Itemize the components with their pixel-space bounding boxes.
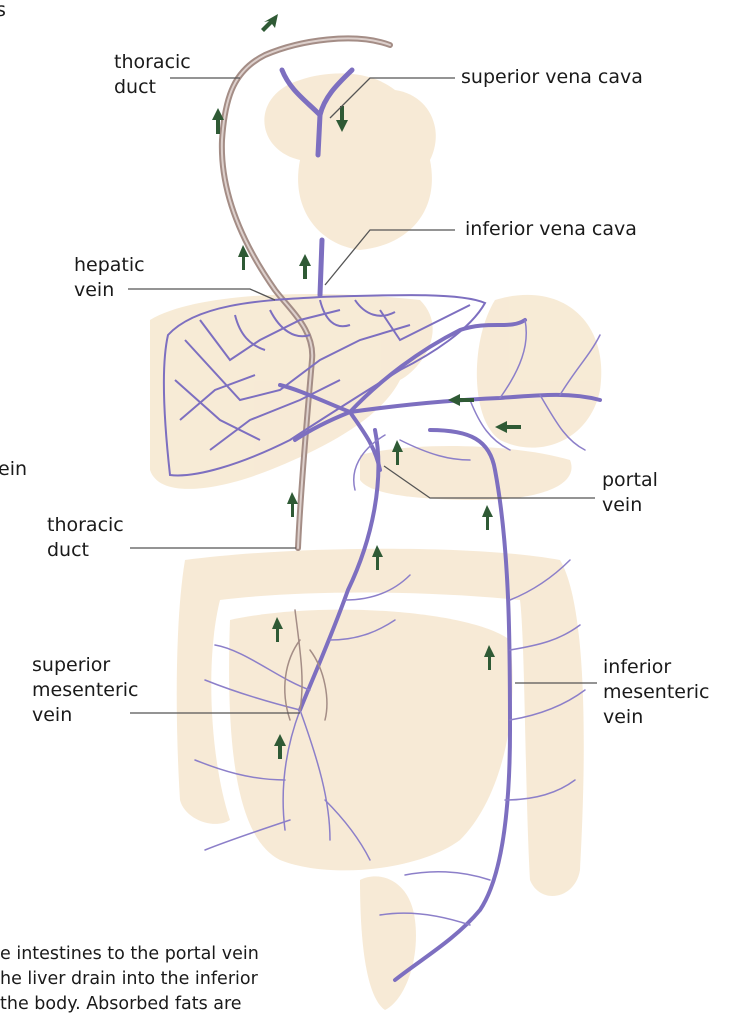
edge-fragment-top-left: s: [0, 0, 6, 23]
label-thoracic-duct-bottom: thoracic duct: [47, 513, 124, 563]
flow-arrow: [287, 492, 298, 517]
flow-arrow: [448, 394, 474, 406]
label-thoracic-duct-top: thoracic duct: [114, 50, 191, 100]
label-inferior-mesenteric-vein: inferior mesenteric vein: [603, 655, 710, 730]
organ-silhouettes: [150, 73, 601, 1010]
edge-fragment-left-middle: ein: [0, 457, 27, 482]
caption-line-3: the body. Absorbed fats are: [0, 992, 360, 1016]
label-superior-mesenteric-vein: superior mesenteric vein: [32, 653, 139, 728]
flow-arrow: [299, 254, 311, 279]
flow-arrow: [261, 14, 278, 32]
label-portal-vein: portal vein: [602, 468, 658, 518]
flow-arrow: [482, 505, 493, 530]
inferior-vena-cava-path: [320, 240, 322, 295]
caption-line-1: e intestines to the portal vein: [0, 942, 360, 966]
label-inferior-vena-cava: inferior vena cava: [465, 217, 637, 242]
caption-line-2: he liver drain into the inferior: [0, 967, 360, 991]
label-hepatic-vein: hepatic vein: [74, 253, 145, 303]
stomach-shape: [477, 295, 601, 448]
label-superior-vena-cava: superior vena cava: [461, 65, 643, 90]
pancreas-shape: [360, 446, 572, 500]
small-intestine-shape: [229, 610, 512, 871]
heart-shape: [264, 73, 435, 250]
rectum-shape: [360, 876, 416, 1010]
